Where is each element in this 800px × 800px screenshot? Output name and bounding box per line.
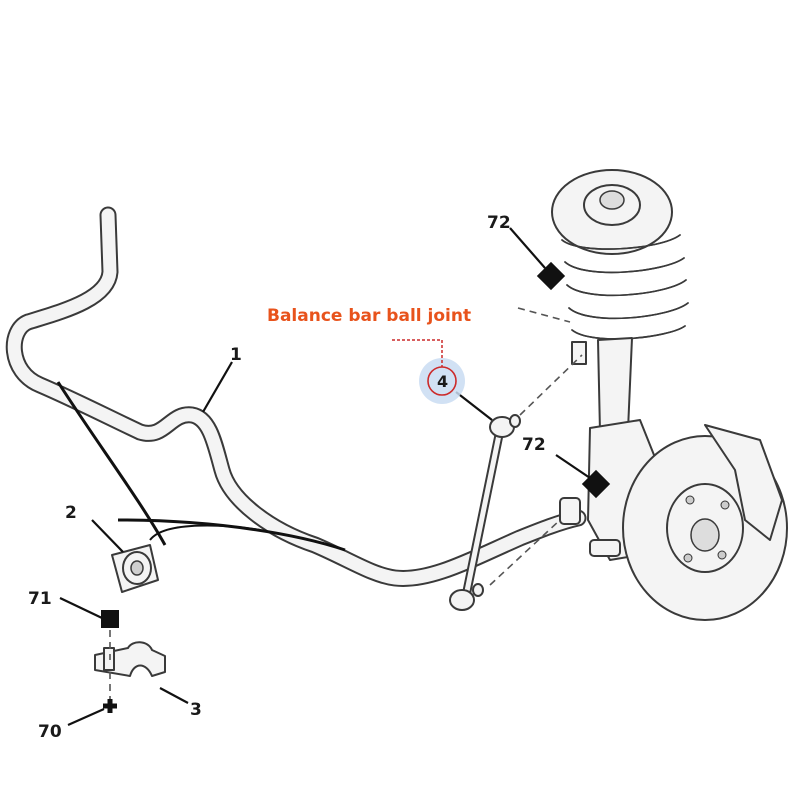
bar-end-lug — [559, 497, 581, 525]
bolt-square-icon — [101, 610, 119, 628]
callout-highlight — [419, 358, 465, 404]
axis-top-link — [519, 354, 583, 416]
label-70: 70 — [38, 722, 62, 742]
callout-dotted-leader — [392, 339, 443, 367]
label-72-lower: 72 — [522, 435, 546, 455]
label-1: 1 — [230, 345, 242, 365]
axis-lower-link — [489, 519, 561, 586]
screw-cross-icon — [103, 699, 117, 713]
axis-72-top — [517, 307, 571, 323]
hub-and-brake-disc — [587, 419, 788, 621]
callout-label: Balance bar ball joint — [267, 306, 471, 326]
anti-roll-bar — [5, 206, 587, 587]
torque-diamond-icon — [581, 469, 611, 499]
strut-spring-assembly — [551, 169, 689, 433]
bushing — [111, 544, 159, 593]
label-2: 2 — [65, 503, 77, 523]
clamp-bracket — [94, 641, 166, 677]
ball-joint-link — [449, 414, 521, 611]
label-3: 3 — [190, 700, 202, 720]
label-71: 71 — [28, 589, 52, 609]
label-72-top: 72 — [487, 213, 511, 233]
torque-diamond-icon — [536, 261, 566, 291]
label-4: 4 — [437, 372, 448, 391]
